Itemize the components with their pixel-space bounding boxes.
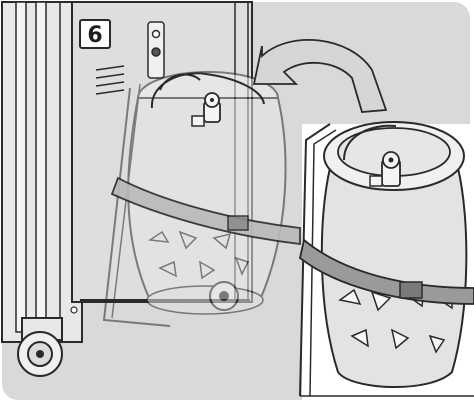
strap — [298, 238, 474, 305]
vent-slots — [95, 65, 125, 95]
valve-icon — [150, 72, 265, 127]
curved-arrow-icon — [252, 38, 388, 113]
gas-cylinder-icon — [298, 121, 474, 397]
cylinder-holder-icon — [299, 123, 331, 397]
strap-ghost — [110, 176, 301, 246]
caster-wheel-icon — [17, 317, 63, 377]
step-number-badge: 6 — [79, 19, 111, 49]
